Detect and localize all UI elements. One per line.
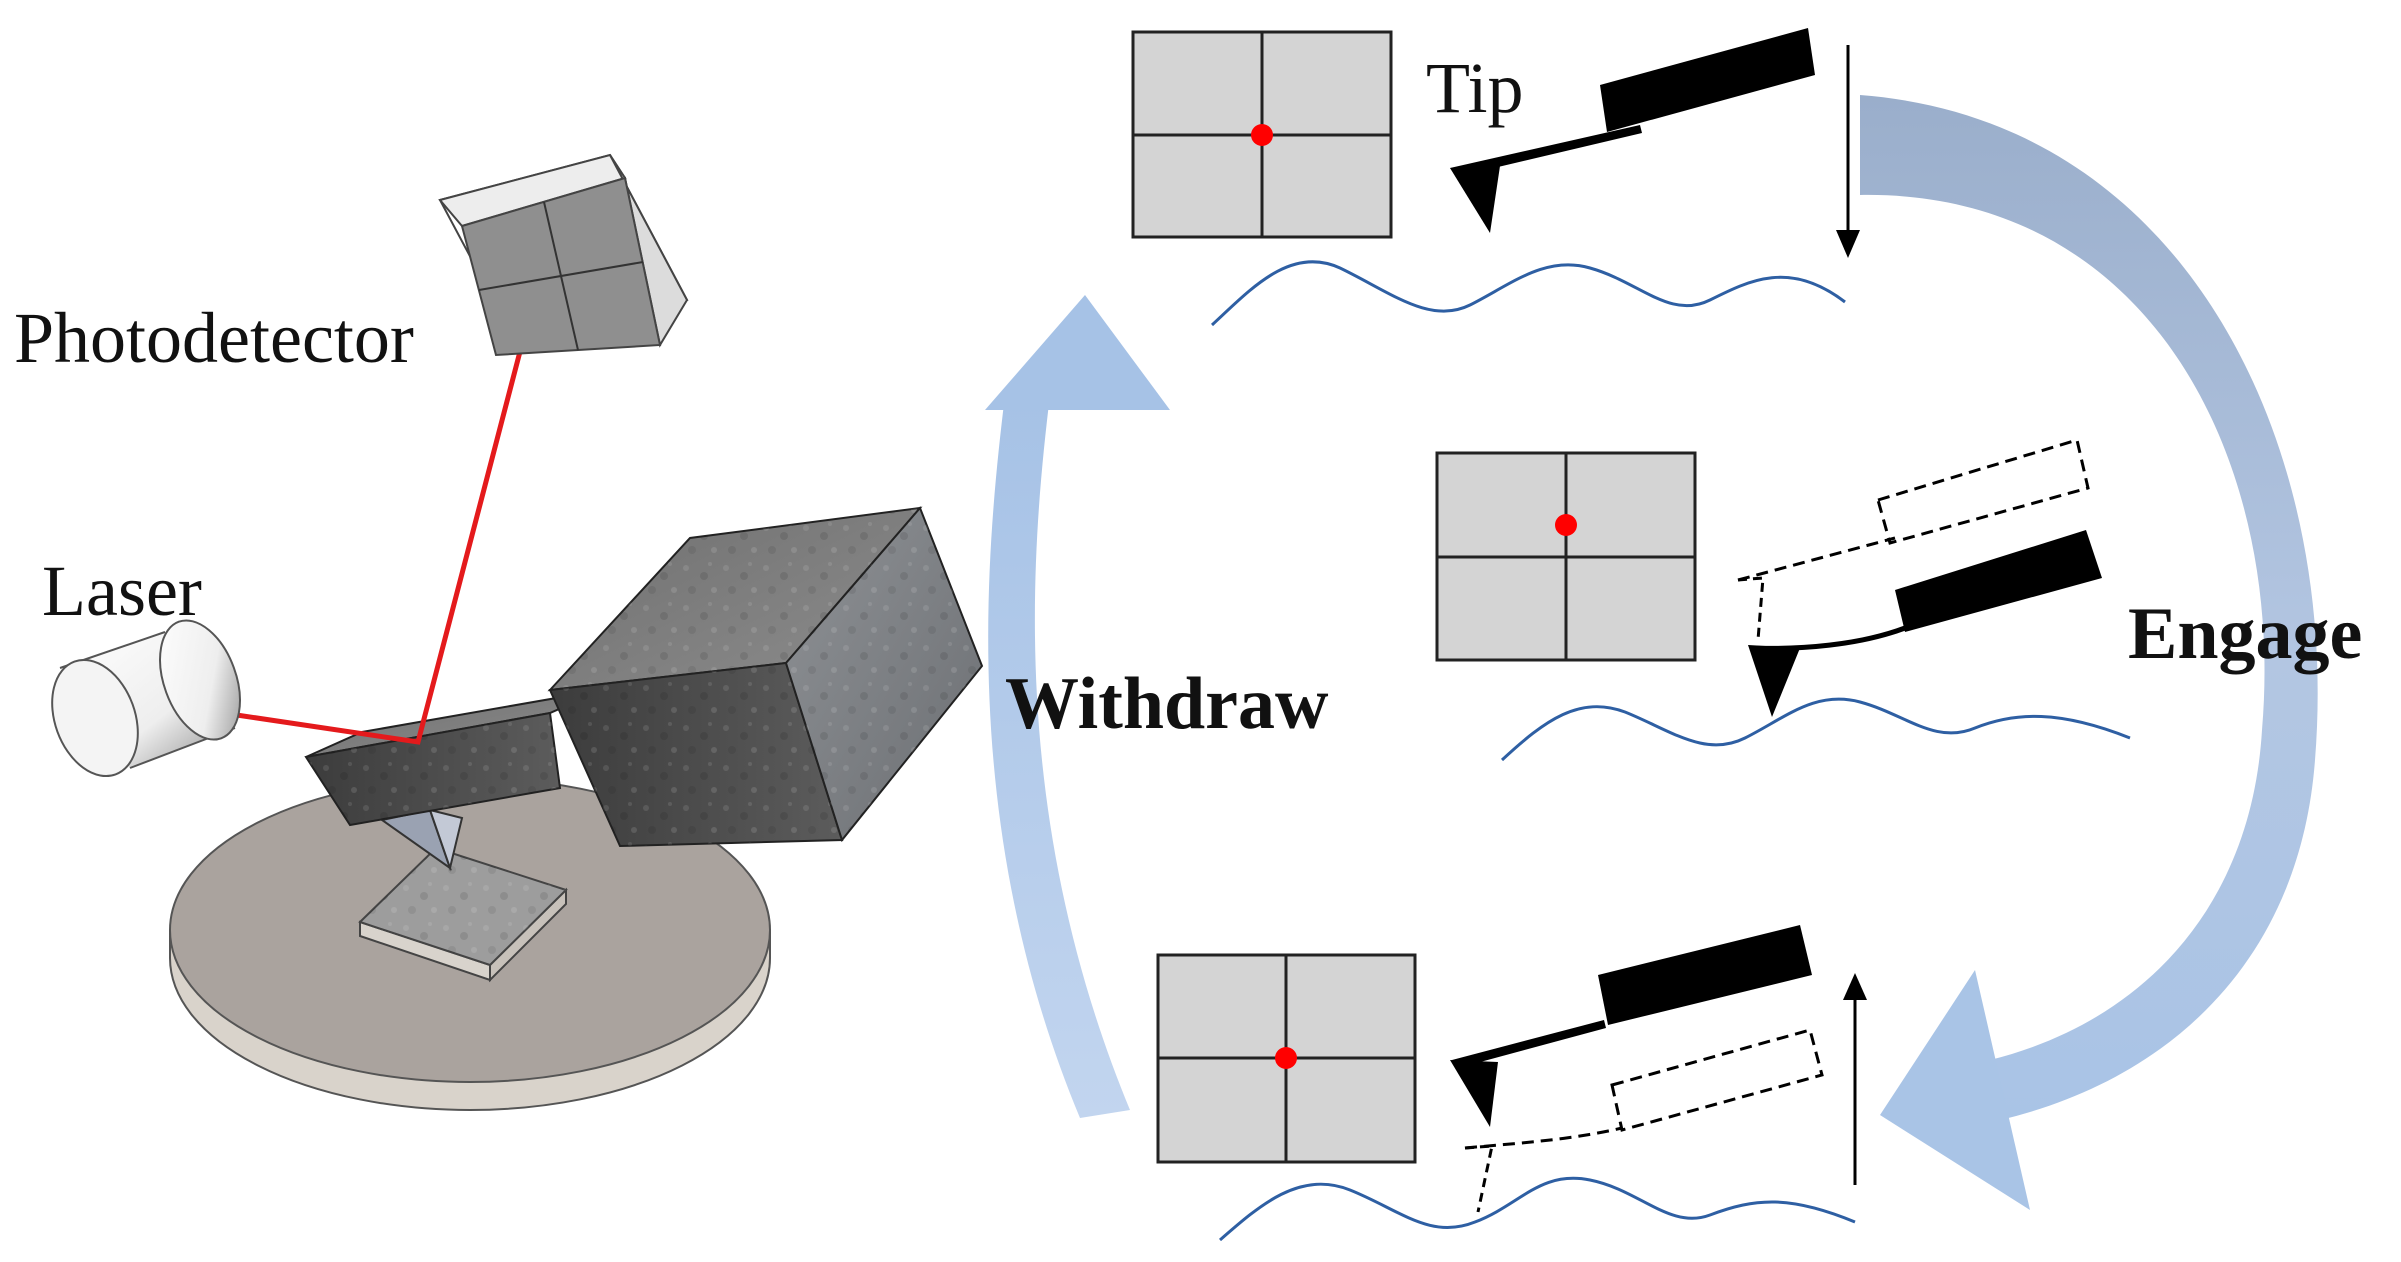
quadrant-photodetector-icon (438, 153, 689, 357)
surface-wave-top (1210, 260, 1846, 327)
photodetector-label: Photodetector (14, 298, 414, 378)
quadrant-detector-panel-middle (1435, 451, 1697, 662)
down-arrow (1836, 45, 1860, 258)
quadrant-detector-panel-bottom (1156, 953, 1417, 1164)
probe-holder-block (547, 506, 984, 848)
cantilever-middle-previous-position (1737, 438, 2090, 641)
cantilever-bottom (1450, 925, 1812, 1127)
surface-wave-bottom (1219, 1176, 1856, 1242)
sample (358, 846, 568, 983)
engage-label: Engage (2128, 593, 2362, 675)
laser-spot (1555, 514, 1577, 536)
laser-spot (1275, 1047, 1297, 1069)
cantilever-middle (1748, 530, 2102, 717)
cantilever-top (1450, 28, 1815, 233)
laser-spot (1251, 124, 1273, 146)
laser-beam (229, 274, 543, 745)
withdraw-label: Withdraw (1005, 663, 1329, 745)
surface-wave-middle (1500, 697, 2131, 762)
quadrant-detector-panel-top (1131, 30, 1393, 239)
laser-label: Laser (42, 551, 202, 631)
withdraw-arrow (985, 295, 1170, 1118)
cantilever-bottom-previous-position (1464, 1028, 1824, 1213)
engage-arrow (1860, 95, 2318, 1210)
cantilever-bar (304, 689, 603, 827)
tip-label: Tip (1426, 48, 1523, 128)
probe-tip (379, 808, 464, 872)
up-arrow (1843, 973, 1867, 1185)
laser-cylinder-icon (51, 619, 241, 778)
